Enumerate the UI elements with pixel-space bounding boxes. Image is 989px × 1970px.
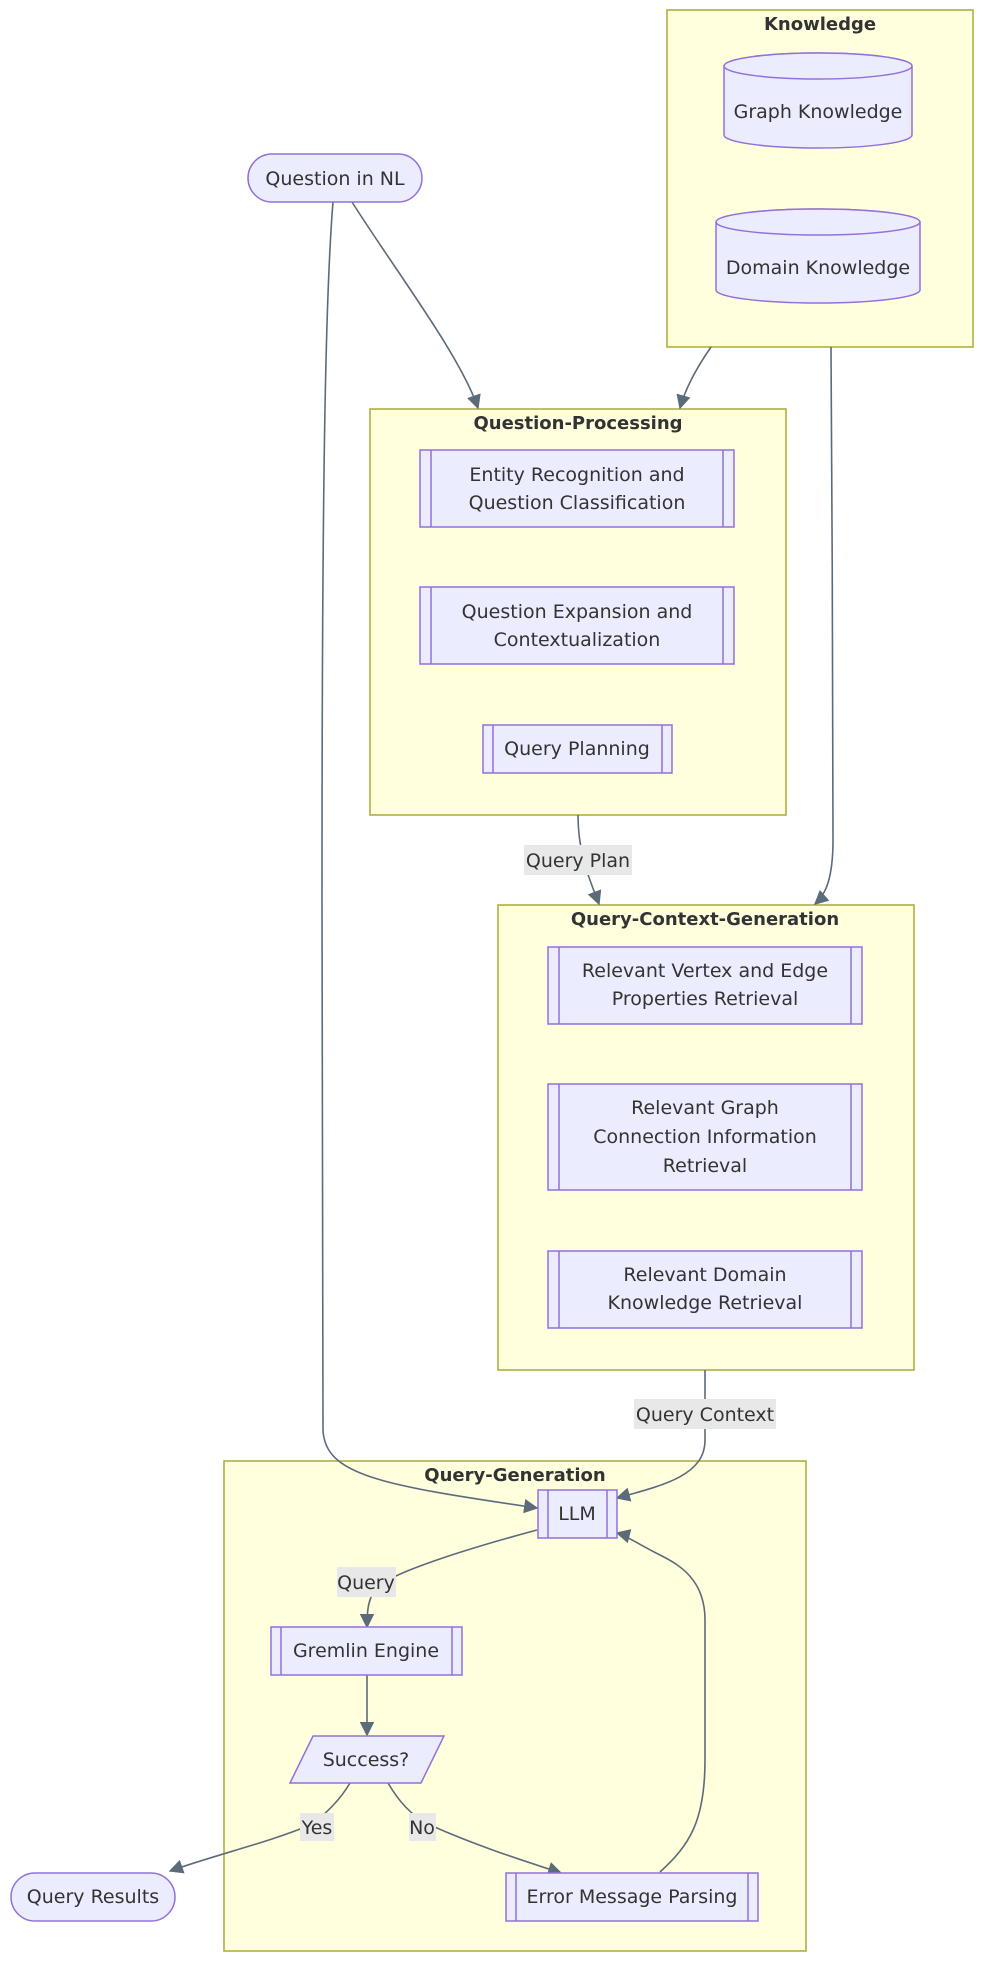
node-query-planning: Query Planning — [482, 724, 673, 774]
edge-label-query-plan: Query Plan — [524, 845, 632, 875]
cluster-knowledge-title: Knowledge — [764, 14, 876, 35]
edge-question-to-llm — [321, 201, 539, 1514]
node-question-expansion: Question Expansion and Contextualization — [419, 586, 735, 665]
cluster-query-generation-title: Query-Generation — [424, 1465, 605, 1486]
cluster-query-context-generation-title: Query-Context-Generation — [571, 909, 839, 930]
svg-text:Query Planning: Query Planning — [504, 738, 650, 760]
cluster-question-processing-title: Question-Processing — [473, 413, 682, 434]
node-query-results: Query Results — [10, 1872, 176, 1922]
node-question-in-nl: Question in NL — [247, 153, 423, 203]
svg-text:Query Plan: Query Plan — [526, 850, 630, 872]
svg-text:Relevant Graph: Relevant Graph — [631, 1097, 779, 1119]
node-graph-knowledge: Graph Knowledge — [723, 52, 913, 149]
node-domain-knowledge-retrieval: Relevant Domain Knowledge Retrieval — [547, 1250, 863, 1329]
svg-text:Query: Query — [337, 1572, 395, 1594]
edge-label-yes: Yes — [300, 1813, 334, 1841]
node-success-decision: Success? — [288, 1735, 446, 1784]
edge-context-to-llm — [615, 1370, 706, 1502]
svg-text:Entity Recognition and: Entity Recognition and — [469, 464, 684, 486]
node-error-message-parsing: Error Message Parsing — [505, 1872, 759, 1922]
node-graph-connection-retrieval: Relevant Graph Connection Information Re… — [547, 1083, 863, 1191]
edge-success-to-error — [387, 1782, 563, 1876]
svg-text:LLM: LLM — [558, 1503, 596, 1525]
svg-text:Contextualization: Contextualization — [494, 629, 661, 651]
svg-text:Query Context: Query Context — [636, 1404, 774, 1426]
svg-text:Gremlin Engine: Gremlin Engine — [293, 1640, 439, 1662]
svg-text:Error Message Parsing: Error Message Parsing — [526, 1886, 737, 1908]
svg-text:Question Classification: Question Classification — [469, 492, 686, 514]
edge-error-to-llm — [615, 1529, 706, 1873]
edge-label-query: Query — [337, 1567, 396, 1597]
svg-text:Query Results: Query Results — [27, 1886, 159, 1908]
cluster-query-generation: Query-Generation — [223, 1460, 807, 1952]
edge-label-query-context: Query Context — [634, 1399, 776, 1429]
svg-text:Relevant Vertex and Edge: Relevant Vertex and Edge — [582, 960, 828, 982]
svg-text:Success?: Success? — [323, 1749, 410, 1771]
edge-knowledge-to-context — [813, 346, 834, 905]
node-llm: LLM — [537, 1489, 618, 1539]
edge-knowledge-to-processing — [676, 346, 712, 410]
svg-text:Domain Knowledge: Domain Knowledge — [726, 257, 910, 279]
svg-text:Question in NL: Question in NL — [265, 168, 405, 190]
svg-text:Properties Retrieval: Properties Retrieval — [612, 988, 799, 1010]
edge-success-to-results — [168, 1782, 351, 1874]
svg-text:Retrieval: Retrieval — [663, 1155, 747, 1177]
edge-question-to-processing — [351, 201, 481, 410]
svg-text:Knowledge Retrieval: Knowledge Retrieval — [608, 1292, 803, 1314]
node-entity-recognition: Entity Recognition and Question Classifi… — [419, 449, 735, 528]
edge-label-no: No — [409, 1813, 436, 1841]
svg-text:No: No — [409, 1817, 435, 1839]
svg-text:Graph Knowledge: Graph Knowledge — [734, 101, 903, 123]
svg-text:Question Expansion and: Question Expansion and — [462, 601, 693, 623]
node-gremlin-engine: Gremlin Engine — [270, 1626, 463, 1676]
node-vertex-edge-retrieval: Relevant Vertex and Edge Properties Retr… — [547, 946, 863, 1025]
svg-text:Relevant Domain: Relevant Domain — [623, 1264, 786, 1286]
svg-text:Connection Information: Connection Information — [593, 1126, 817, 1148]
svg-text:Yes: Yes — [301, 1817, 333, 1839]
node-domain-knowledge: Domain Knowledge — [715, 208, 921, 304]
